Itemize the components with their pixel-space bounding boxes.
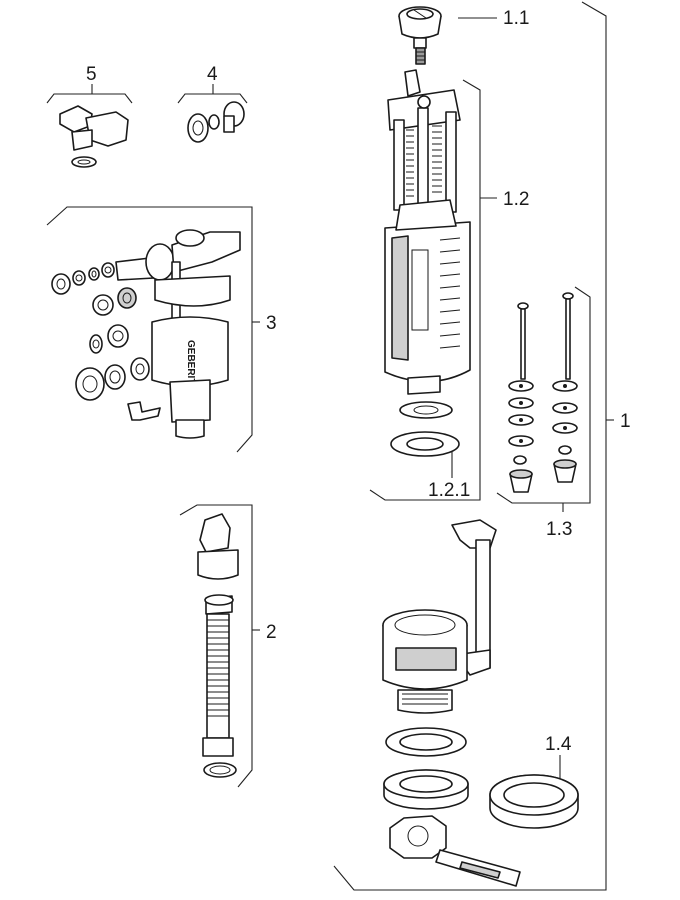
bracket-5 [46, 84, 133, 104]
valve-seal-part [390, 431, 460, 457]
angle-valve-part [59, 105, 129, 168]
label-1-2: 1.2 [503, 189, 529, 210]
label-1-1: 1.1 [503, 8, 529, 29]
fixing-screws-part [508, 292, 578, 493]
push-button-part [398, 6, 442, 65]
bracket-3 [46, 206, 260, 453]
outlet-valve-body-part [382, 519, 497, 714]
assembly-bracket-1 [333, 1, 614, 891]
label-5: 5 [86, 64, 97, 85]
flush-valve-part [384, 69, 471, 419]
label-1: 1 [620, 411, 631, 432]
bracket-2 [179, 504, 260, 788]
bracket-1-2 [369, 79, 497, 501]
label-1-3: 1.3 [546, 519, 572, 540]
outlet-washer-part [385, 727, 467, 757]
label-1-2-1: 1.2.1 [428, 480, 470, 501]
outlet-nut-part [383, 769, 469, 810]
label-3: 3 [266, 313, 277, 334]
outlet-seal-part [489, 774, 579, 829]
label-1-4: 1.4 [545, 734, 572, 755]
label-4: 4 [207, 64, 218, 85]
fill-valve-washers-part [51, 262, 161, 421]
wrench-tool-part [389, 815, 521, 887]
fill-valve-part: GEBERIT [115, 229, 241, 439]
connector-part [187, 101, 245, 143]
bracket-1-3 [496, 286, 591, 512]
hose-part [197, 513, 239, 778]
fill-valve-brand-text: GEBERIT [185, 340, 196, 384]
label-2: 2 [266, 622, 277, 643]
bracket-4 [177, 84, 248, 104]
